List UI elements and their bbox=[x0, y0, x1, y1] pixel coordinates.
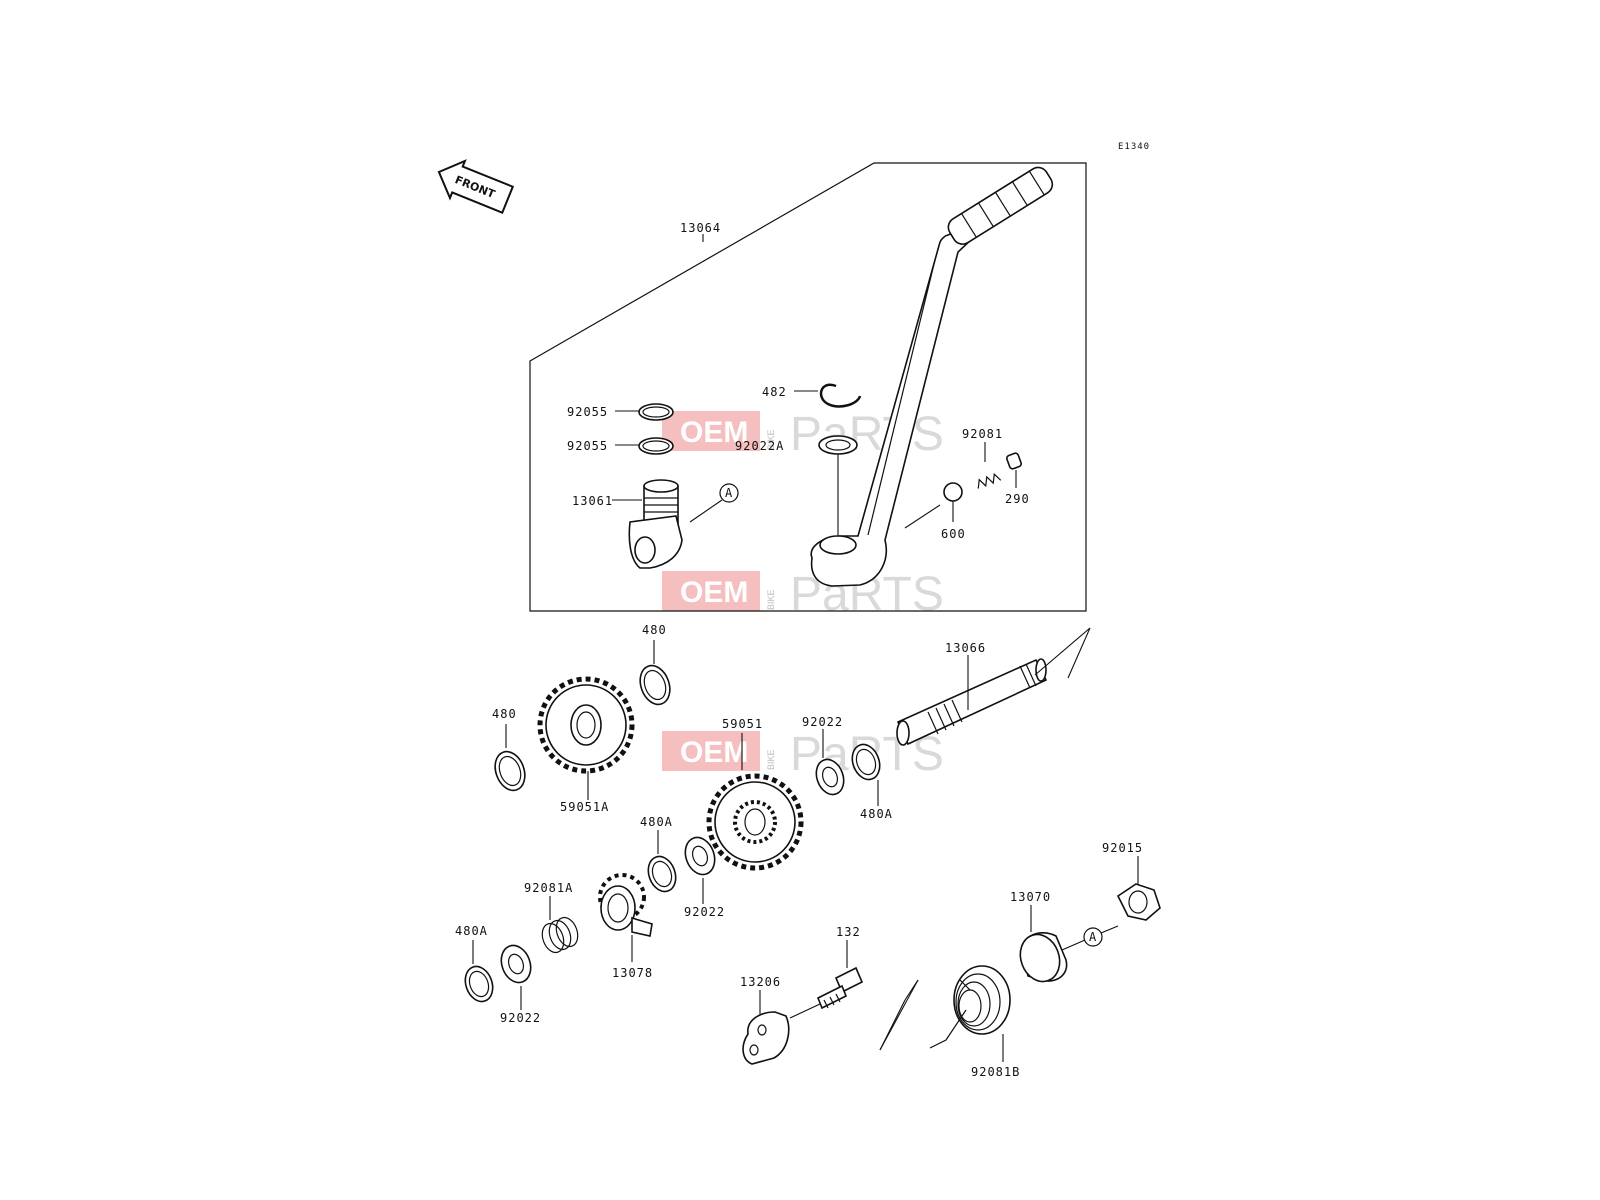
gear-59051 bbox=[706, 773, 804, 871]
assembly-box bbox=[529, 162, 1087, 612]
shaft-13066 bbox=[896, 658, 1048, 746]
plate-13206 bbox=[742, 1011, 790, 1065]
label-92015: 92015 bbox=[1102, 841, 1143, 855]
svg-text:A: A bbox=[1089, 930, 1097, 944]
label-92081A: 92081A bbox=[524, 881, 573, 895]
ring-480-top bbox=[639, 664, 671, 706]
ring-480A-low bbox=[464, 965, 494, 1003]
label-92055-a: 92055 bbox=[567, 405, 608, 419]
label-92022-low: 92022 bbox=[500, 1011, 541, 1025]
label-480-top: 480 bbox=[642, 623, 667, 637]
ring-480-left bbox=[494, 750, 526, 792]
pivot-13061 bbox=[628, 479, 683, 569]
label-92022-mid: 92022 bbox=[684, 905, 725, 919]
label-92022-shaft: 92022 bbox=[802, 715, 843, 729]
label-13066: 13066 bbox=[945, 641, 986, 655]
watermark-mid: OEM BIKE PaRTS bbox=[662, 568, 944, 621]
kick-lever bbox=[810, 166, 1054, 587]
label-600: 600 bbox=[941, 527, 966, 541]
label-480-left: 480 bbox=[492, 707, 517, 721]
washer-92022-shaft bbox=[815, 758, 845, 796]
callout-a-low bbox=[1083, 927, 1103, 947]
washer-92022A bbox=[818, 435, 858, 455]
ring-480A-mid bbox=[647, 855, 677, 893]
svg-text:BIKE: BIKE bbox=[766, 749, 776, 770]
svg-text:BIKE: BIKE bbox=[766, 429, 776, 450]
label-59051: 59051 bbox=[722, 717, 763, 731]
label-13070: 13070 bbox=[1010, 890, 1051, 904]
spring-92081B bbox=[929, 965, 1011, 1049]
label-13206: 13206 bbox=[740, 975, 781, 989]
part-labels: 13064 482 92055 92055 92022A 92081 290 1… bbox=[455, 221, 1143, 1079]
svg-text:A: A bbox=[725, 486, 733, 500]
front-arrow: FRONT bbox=[437, 159, 515, 215]
spring-92081 bbox=[977, 472, 1002, 489]
label-132: 132 bbox=[836, 925, 861, 939]
label-13064: 13064 bbox=[680, 221, 721, 235]
svg-text:OEM: OEM bbox=[680, 736, 748, 769]
svg-text:BIKE: BIKE bbox=[766, 589, 776, 610]
callout-a-top bbox=[719, 483, 739, 503]
nut-92015 bbox=[1116, 883, 1161, 921]
svg-text:OEM: OEM bbox=[680, 416, 748, 449]
ring-480A-shaft bbox=[851, 743, 881, 781]
washer-92022-mid bbox=[684, 836, 716, 876]
ratchet-13078 bbox=[598, 873, 653, 937]
diagram-code: E1340 bbox=[1118, 142, 1150, 152]
spring-92081A bbox=[541, 916, 579, 954]
label-92081B: 92081B bbox=[971, 1065, 1020, 1079]
label-92022A: 92022A bbox=[735, 439, 784, 453]
clip-482 bbox=[819, 383, 862, 408]
label-480A-shaft: 480A bbox=[860, 807, 893, 821]
collar-13070 bbox=[1019, 932, 1068, 983]
ball-600 bbox=[943, 482, 963, 502]
label-13078: 13078 bbox=[612, 966, 653, 980]
label-92055-b: 92055 bbox=[567, 439, 608, 453]
label-480A-mid: 480A bbox=[640, 815, 673, 829]
label-92081: 92081 bbox=[962, 427, 1003, 441]
label-59051A: 59051A bbox=[560, 800, 609, 814]
bolt-132 bbox=[816, 966, 864, 1010]
watermark-top: OEM BIKE PaRTS bbox=[662, 408, 944, 461]
svg-text:PaRTS: PaRTS bbox=[790, 408, 944, 461]
label-290: 290 bbox=[1005, 492, 1030, 506]
gear-59051A bbox=[537, 676, 635, 774]
label-482: 482 bbox=[762, 385, 787, 399]
label-13061: 13061 bbox=[572, 494, 613, 508]
svg-text:OEM: OEM bbox=[680, 576, 748, 609]
pin-290 bbox=[1006, 452, 1022, 470]
label-480A-low: 480A bbox=[455, 924, 488, 938]
washer-92022-low bbox=[500, 944, 532, 984]
